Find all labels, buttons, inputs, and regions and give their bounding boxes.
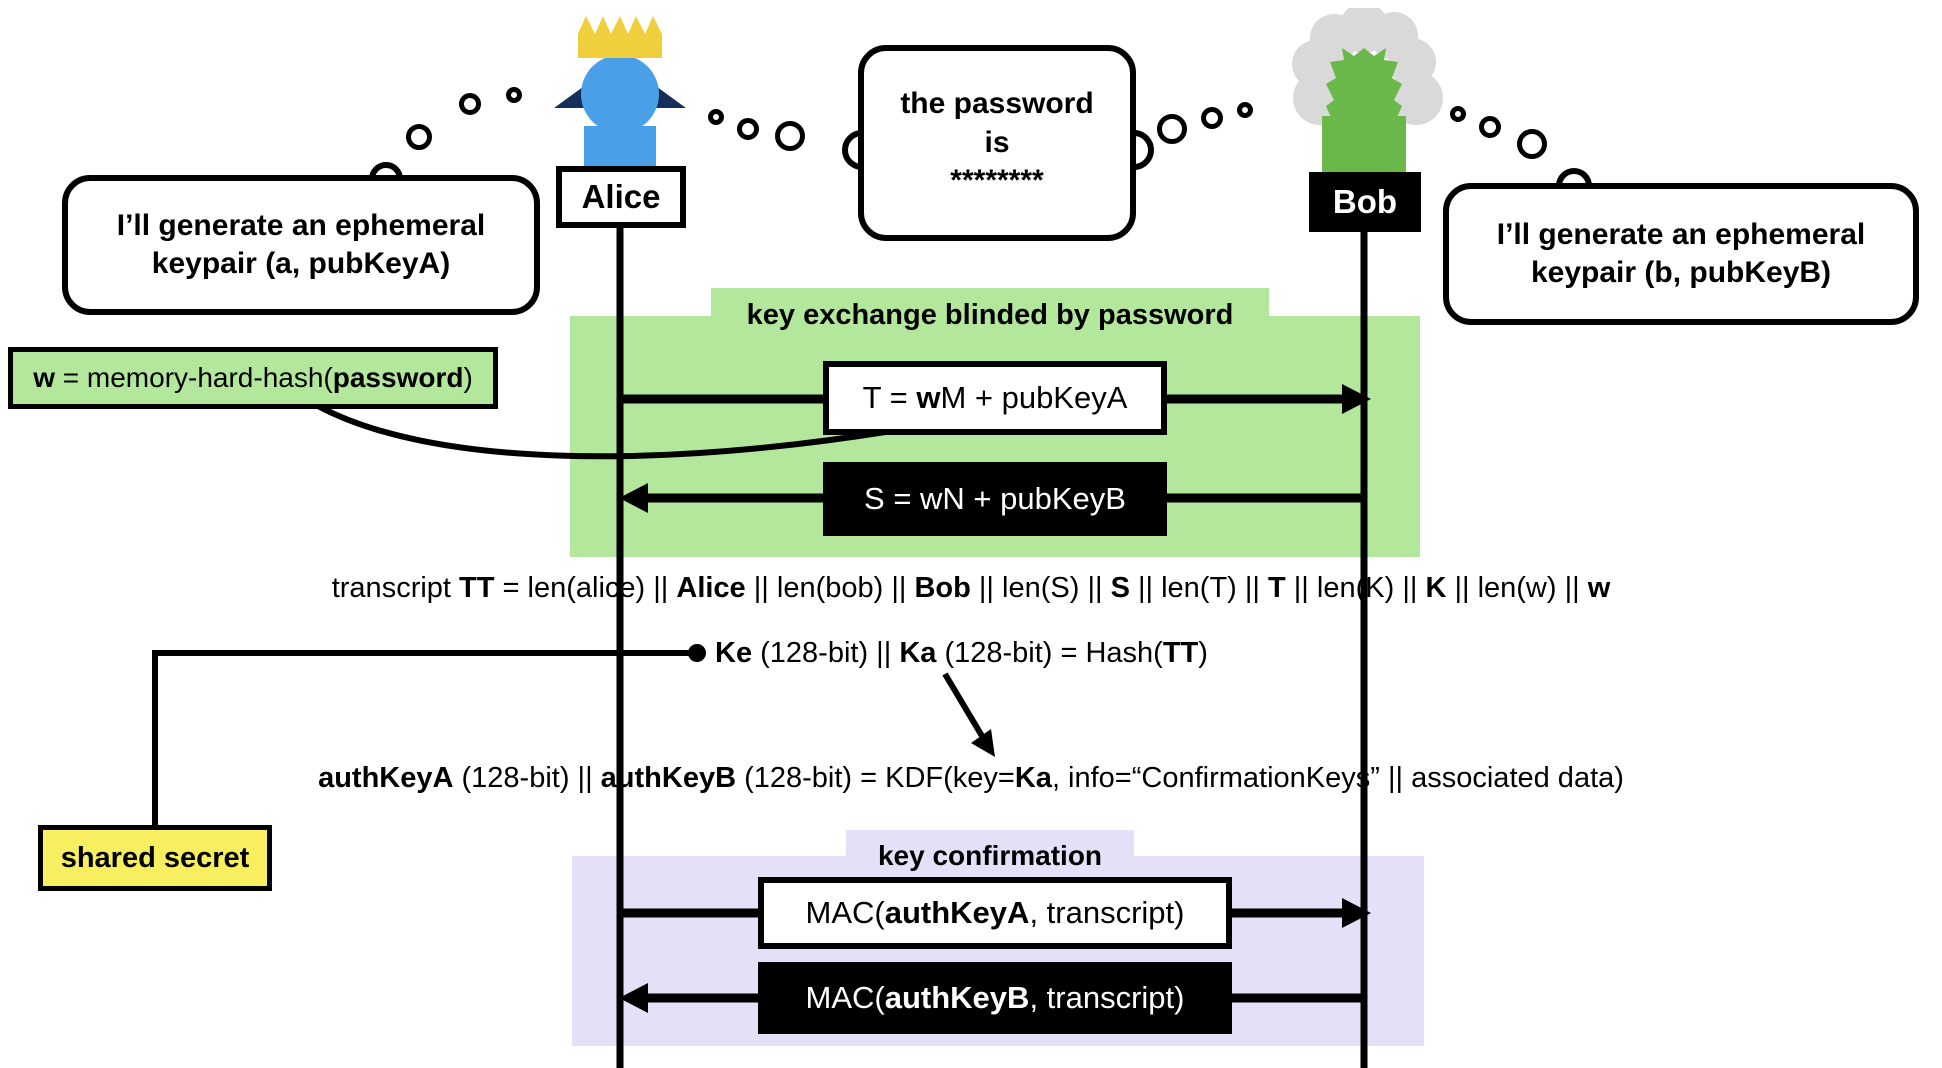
thought-circle-icon [708,109,724,125]
thought-circle-icon [737,118,759,140]
hash-split-line: Ke (128-bit) || Ka (128-bit) = Hash(TT) [715,636,1208,670]
bob-body-icon [1322,116,1406,176]
key-confirmation-section-title: key confirmation [846,830,1134,882]
alice-nameplate: Alice [556,166,686,228]
thought-circle-icon [506,87,522,103]
shared-thought-line1: the password [900,87,1094,121]
bob-thought-line2: keypair (b, pubKeyB) [1530,256,1832,289]
mac-b-text: MAC(authKeyB, transcript) [805,980,1185,1015]
msg-S-text: S = wN + pubKeyB [864,481,1126,516]
ka-to-kdf-arrowhead-icon [971,729,995,757]
ka-to-kdf-arrow-line [942,672,985,738]
ke-bullet-dot [688,644,706,662]
shared-thought-bubble: the password is ******** [858,45,1136,241]
bob-name-text: Bob [1332,183,1398,220]
thought-circle-icon [1450,106,1466,122]
alice-figure [554,16,686,170]
thought-circle-icon [1517,129,1547,159]
alice-thought-bubble: I’ll generate an ephemeral keypair (a, p… [62,175,540,315]
bob-head-icon [1326,48,1402,124]
thought-circle-icon [775,121,805,151]
thought-circle-icon [1479,116,1501,138]
bob-figure [1292,8,1443,176]
w-hash-formula-text: w = memory-hard-hash(password) [33,362,473,393]
shared-thought-line3: ******** [950,164,1044,198]
alice-thought-line1: I’ll generate an ephemeral [116,208,486,242]
key-exchange-section-title: key exchange blinded by password [711,288,1269,342]
alice-head-icon [581,55,659,133]
kdf-text: authKeyA (128-bit) || authKeyB (128-bit)… [318,762,1624,794]
bob-nameplate: Bob [1309,172,1421,232]
bob-thought-line1: I’ll generate an ephemeral [1496,217,1866,251]
shared-secret-box: shared secret [38,825,272,891]
wig-icon [1292,8,1443,125]
crown-icon [578,16,662,58]
hash-split-text: Ke (128-bit) || Ka (128-bit) = Hash(TT) [715,637,1208,669]
alice-thought-line2: keypair (a, pubKeyA) [151,247,451,280]
mac-a-box: MAC(authKeyA, transcript) [758,877,1232,949]
mac-b-box: MAC(authKeyB, transcript) [758,962,1232,1034]
mac-a-text: MAC(authKeyA, transcript) [805,895,1185,930]
thought-circle-icon [1237,102,1253,118]
shared-secret-text: shared secret [60,841,250,874]
msg-T-box: T = wM + pubKeyA [823,361,1167,435]
thought-circle-icon [1157,114,1187,144]
transcript-line: transcript TT = len(alice) || Alice || l… [0,571,1942,605]
key-confirmation-title-text: key confirmation [877,840,1103,871]
transcript-text: transcript TT = len(alice) || Alice || l… [331,572,1611,604]
thought-circle-icon [406,124,432,150]
thought-circle-icon [1201,107,1223,129]
kdf-line: authKeyA (128-bit) || authKeyB (128-bit)… [0,761,1942,795]
bob-thought-bubble: I’ll generate an ephemeral keypair (b, p… [1443,183,1919,325]
msg-T-text: T = wM + pubKeyA [862,380,1128,415]
w-hash-formula-box: w = memory-hard-hash(password) [8,347,498,409]
alice-name-text: Alice [581,178,661,215]
key-exchange-title-text: key exchange blinded by password [746,298,1234,331]
msg-S-box: S = wN + pubKeyB [823,462,1167,536]
thought-circle-icon [459,93,481,115]
alice-body-icon [584,126,656,170]
shared-thought-line2: is [984,125,1010,159]
ke-to-shared-secret-connector [152,650,697,827]
